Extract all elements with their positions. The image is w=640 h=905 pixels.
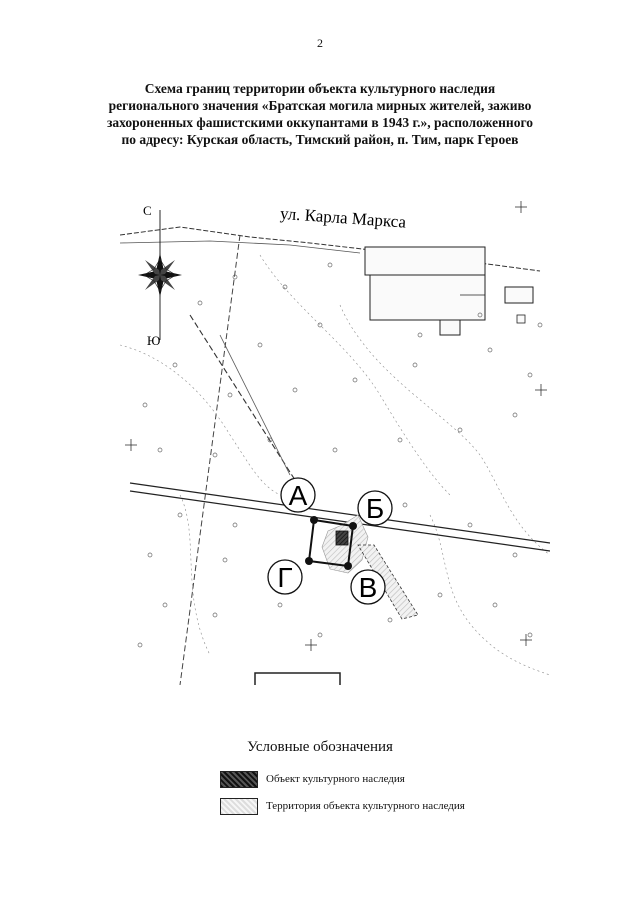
boundary-line bbox=[219, 334, 291, 476]
title-line-4: по адресу: Курская область, Тимский райо… bbox=[121, 132, 519, 147]
legend-item-object: Объект культурного наследия bbox=[220, 770, 405, 788]
contour-line bbox=[179, 494, 211, 656]
building bbox=[516, 314, 526, 324]
bottom-structure bbox=[254, 672, 341, 685]
compass-north-label: С bbox=[143, 203, 152, 218]
heritage-object bbox=[335, 530, 349, 546]
legend-swatch-object bbox=[220, 770, 258, 788]
title-line-3: захороненных фашистскими оккупантами в 1… bbox=[107, 115, 533, 130]
point-label-a: А bbox=[280, 477, 316, 513]
point-label-b: Б bbox=[357, 490, 393, 526]
adjacent-strip bbox=[357, 544, 419, 620]
compass-rose: С Ю bbox=[138, 203, 182, 348]
legend-label-territory: Территория объекта культурного наследия bbox=[266, 800, 465, 812]
document-title: Схема границ территории объекта культурн… bbox=[60, 80, 580, 148]
point-label-g-text: Г bbox=[277, 562, 292, 593]
contour-line bbox=[429, 514, 550, 676]
point-label-v-text: В bbox=[359, 572, 378, 603]
title-line-1: Схема границ территории объекта культурн… bbox=[144, 81, 496, 96]
building bbox=[369, 274, 486, 321]
road-edge-line bbox=[120, 240, 361, 254]
boundary-map: А Б В Г ул. Карла Маркса С Ю bbox=[120, 195, 550, 685]
point-label-b-text: Б bbox=[366, 493, 384, 524]
park-road-line bbox=[129, 490, 550, 552]
legend-label-object: Объект культурного наследия bbox=[266, 773, 405, 785]
legend-title: Условные обозначения bbox=[247, 739, 393, 755]
page-number: 2 bbox=[317, 36, 323, 50]
compass-south-label: Ю bbox=[147, 333, 160, 348]
contour-line bbox=[259, 254, 451, 496]
point-label-v: В bbox=[350, 569, 386, 605]
point-label-a-text: А bbox=[289, 480, 308, 511]
boundary-line bbox=[189, 314, 296, 481]
building bbox=[439, 319, 461, 336]
survey-crosses bbox=[125, 201, 547, 651]
contour-line bbox=[339, 304, 550, 556]
boundary-line bbox=[179, 234, 241, 685]
contour-line bbox=[120, 344, 281, 496]
boundary-vertices bbox=[305, 516, 357, 570]
title-line-2: регионального значения «Братская могила … bbox=[108, 98, 532, 113]
building bbox=[364, 246, 486, 276]
legend-item-territory: Территория объекта культурного наследия bbox=[220, 797, 465, 815]
legend-swatch-territory bbox=[220, 797, 258, 815]
building bbox=[504, 286, 534, 304]
park-road-line bbox=[129, 482, 550, 544]
point-label-g: Г bbox=[267, 559, 303, 595]
